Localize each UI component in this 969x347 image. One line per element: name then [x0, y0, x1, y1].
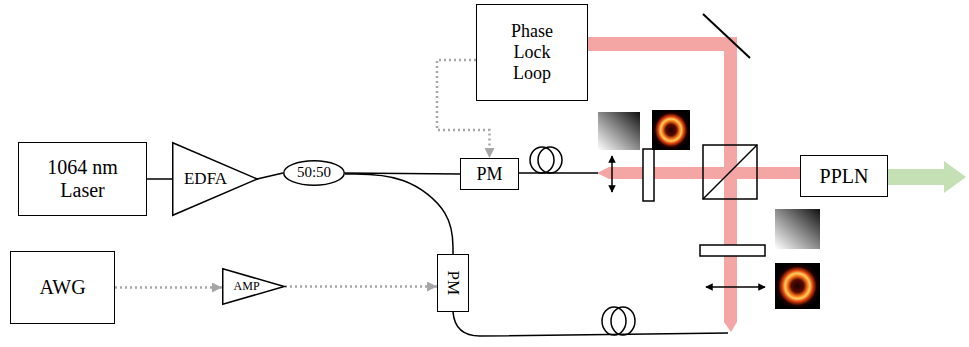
signal-line: [115, 286, 222, 289]
beam-splitter: [703, 145, 757, 199]
mirror: [703, 14, 750, 58]
node-label: Phase Lock Loop: [502, 21, 562, 83]
generator-box: AWG: [10, 251, 115, 324]
lens-arrow: [611, 156, 613, 192]
fiber: [519, 172, 598, 174]
beam-splitter: [703, 145, 757, 199]
triangle-outline: [223, 269, 285, 305]
donut-beam-image: [652, 110, 690, 150]
node-label: EDFA: [184, 169, 227, 189]
amplifier-triangle: EDFA: [172, 142, 258, 216]
fiber-connection: [345, 174, 453, 254]
ellipse-outline: [284, 161, 345, 186]
node-label: PPLN: [820, 165, 869, 188]
lens-arrow: [706, 286, 765, 288]
signal-line: [285, 285, 437, 288]
fiber-coil: [611, 307, 635, 335]
phase-mask-image: [775, 209, 820, 249]
node-label: AWG: [39, 276, 85, 299]
node-label: AMP: [234, 280, 260, 294]
amplifier-triangle: AMP: [222, 268, 285, 305]
coupler-ellipse: 50:50: [283, 160, 345, 186]
node-label: PM: [476, 164, 502, 185]
fiber: [453, 312, 728, 336]
waveplate: [643, 149, 654, 201]
node-label: 1064 nm Laser: [40, 156, 125, 202]
fiber-connection: [147, 178, 172, 180]
phase-mask-image: [598, 112, 640, 150]
donut-beam-image: [775, 263, 820, 309]
laser-beam: [588, 37, 737, 51]
controller-box: Phase Lock Loop: [476, 4, 588, 101]
modulator-box: PM: [460, 158, 519, 190]
fiber-coil: [538, 147, 562, 173]
crystal-box: PPLN: [800, 155, 888, 197]
node-label: PM: [443, 271, 463, 296]
laser-beam: [597, 167, 800, 179]
green-output-arrow: [888, 161, 966, 193]
triangle-outline: [173, 143, 258, 216]
fiber-connection: [257, 173, 283, 179]
modulator-box: PM: [437, 254, 469, 312]
laser-box: 1064 nm Laser: [18, 142, 147, 216]
waveplate: [700, 245, 765, 256]
node-label: 50:50: [297, 164, 331, 181]
